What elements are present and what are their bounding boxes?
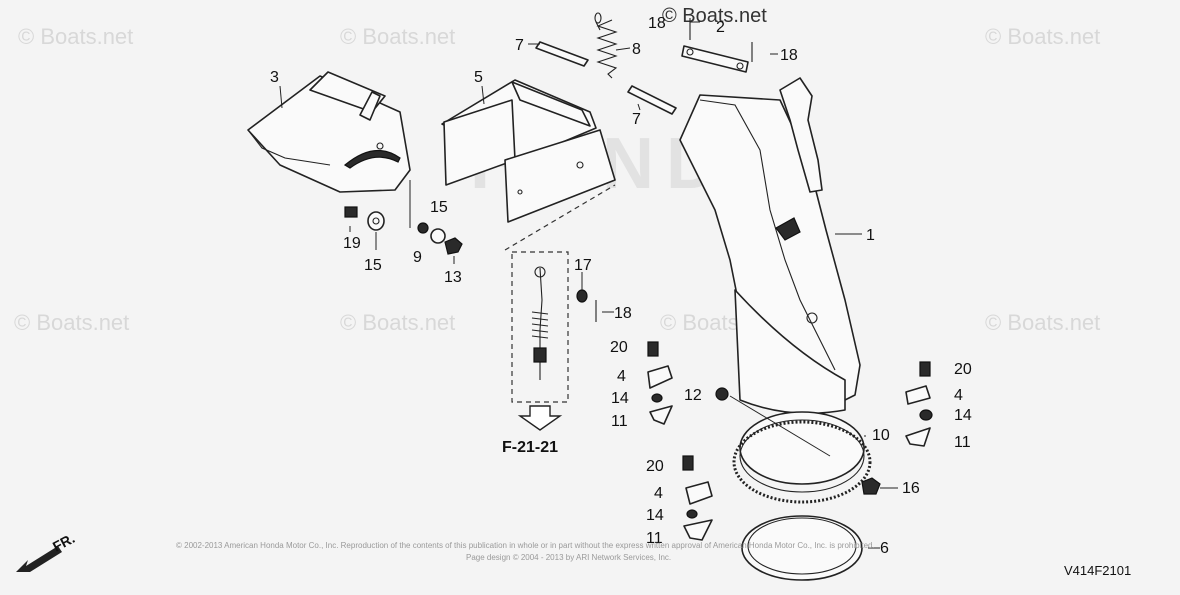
spring-plate-7a[interactable] (535, 41, 589, 67)
bolt-part-19[interactable] (344, 206, 358, 218)
callout-12[interactable]: 12 (684, 387, 702, 404)
reference-arrow[interactable]: F-21-21 (502, 405, 563, 456)
callout-15[interactable]: 15 (364, 257, 382, 274)
deflector-part-3[interactable] (247, 71, 411, 193)
callout-15[interactable]: 15 (430, 199, 448, 216)
copyright-line-2: Page design © 2004 - 2013 by ARI Network… (466, 553, 671, 562)
callout-18[interactable]: 18 (614, 305, 632, 322)
callout-17[interactable]: 17 (574, 257, 592, 274)
copyright-line-1: © 2002-2013 American Honda Motor Co., In… (176, 541, 875, 550)
washer-part-15b[interactable] (430, 228, 446, 244)
watermark-text: © Boats.net (18, 24, 133, 49)
top-watermark: © Boats.net (662, 5, 767, 27)
callout-2[interactable]: 2 (716, 19, 725, 36)
diagram-code: V414F2101 (1064, 563, 1131, 578)
chute-part-1[interactable] (679, 77, 861, 415)
ring-part-6[interactable] (741, 515, 863, 581)
watermark-text: © Boats.net (14, 310, 129, 335)
callout-13[interactable]: 13 (444, 269, 462, 286)
callout-18[interactable]: 18 (780, 47, 798, 64)
callout-20[interactable]: 20 (610, 339, 628, 356)
watermark-text: © Boats.net (340, 24, 455, 49)
watermark-text: © Boats.net (340, 310, 455, 335)
callout-18[interactable]: 18 (648, 15, 666, 32)
callout-4[interactable]: 4 (617, 368, 626, 385)
clamp-group-bottom[interactable] (682, 455, 713, 541)
callout-14[interactable]: 14 (954, 407, 972, 424)
callout-7[interactable]: 7 (515, 37, 524, 54)
watermark-text: © Boats.net (985, 310, 1100, 335)
callout-1[interactable]: 1 (866, 227, 875, 244)
clamp-group-right[interactable] (905, 361, 933, 447)
washer-part-17[interactable] (576, 289, 588, 303)
ring-part-10[interactable] (732, 411, 872, 504)
callout-14[interactable]: 14 (611, 390, 629, 407)
callout-3[interactable]: 3 (270, 69, 279, 86)
spring-part-8[interactable] (594, 12, 618, 79)
callout-9[interactable]: 9 (413, 249, 422, 266)
nut-part-16[interactable] (861, 477, 881, 495)
arrow-icon (16, 546, 62, 572)
callouts: 1 2 3 5 7 7 8 18 18 19 15 15 9 13 17 18 … (270, 15, 972, 557)
watermark-text: © Boats.net (985, 24, 1100, 49)
leader-lines (279, 21, 898, 549)
bracket-part-5[interactable] (441, 79, 616, 223)
callout-16[interactable]: 16 (902, 480, 920, 497)
callout-5[interactable]: 5 (474, 69, 483, 86)
washer-part-15a[interactable] (367, 211, 385, 231)
callout-6[interactable]: 6 (880, 540, 889, 557)
callout-20[interactable]: 20 (646, 458, 664, 475)
bolt-part-12[interactable] (715, 387, 729, 401)
callout-10[interactable]: 10 (872, 427, 890, 444)
callout-11[interactable]: 11 (646, 530, 663, 547)
copyright: © 2002-2013 American Honda Motor Co., In… (176, 541, 875, 562)
spring-plate-7b[interactable] (627, 85, 677, 115)
collar-part-9[interactable] (417, 222, 429, 234)
callout-20[interactable]: 20 (954, 361, 972, 378)
callout-4[interactable]: 4 (654, 485, 663, 502)
reference-label[interactable]: F-21-21 (502, 439, 558, 456)
callout-14[interactable]: 14 (646, 507, 664, 524)
callout-7[interactable]: 7 (632, 111, 641, 128)
nut-part-13[interactable] (444, 237, 463, 255)
callout-11[interactable]: 11 (954, 434, 971, 451)
front-direction-indicator: FR. (16, 530, 77, 572)
cable-assembly-box[interactable] (504, 184, 616, 403)
callout-19[interactable]: 19 (343, 235, 361, 252)
callout-11[interactable]: 11 (611, 413, 628, 430)
pin-part-2[interactable] (681, 45, 749, 73)
clamp-group-left[interactable] (647, 341, 673, 425)
callout-4[interactable]: 4 (954, 387, 963, 404)
callout-8[interactable]: 8 (632, 41, 641, 58)
